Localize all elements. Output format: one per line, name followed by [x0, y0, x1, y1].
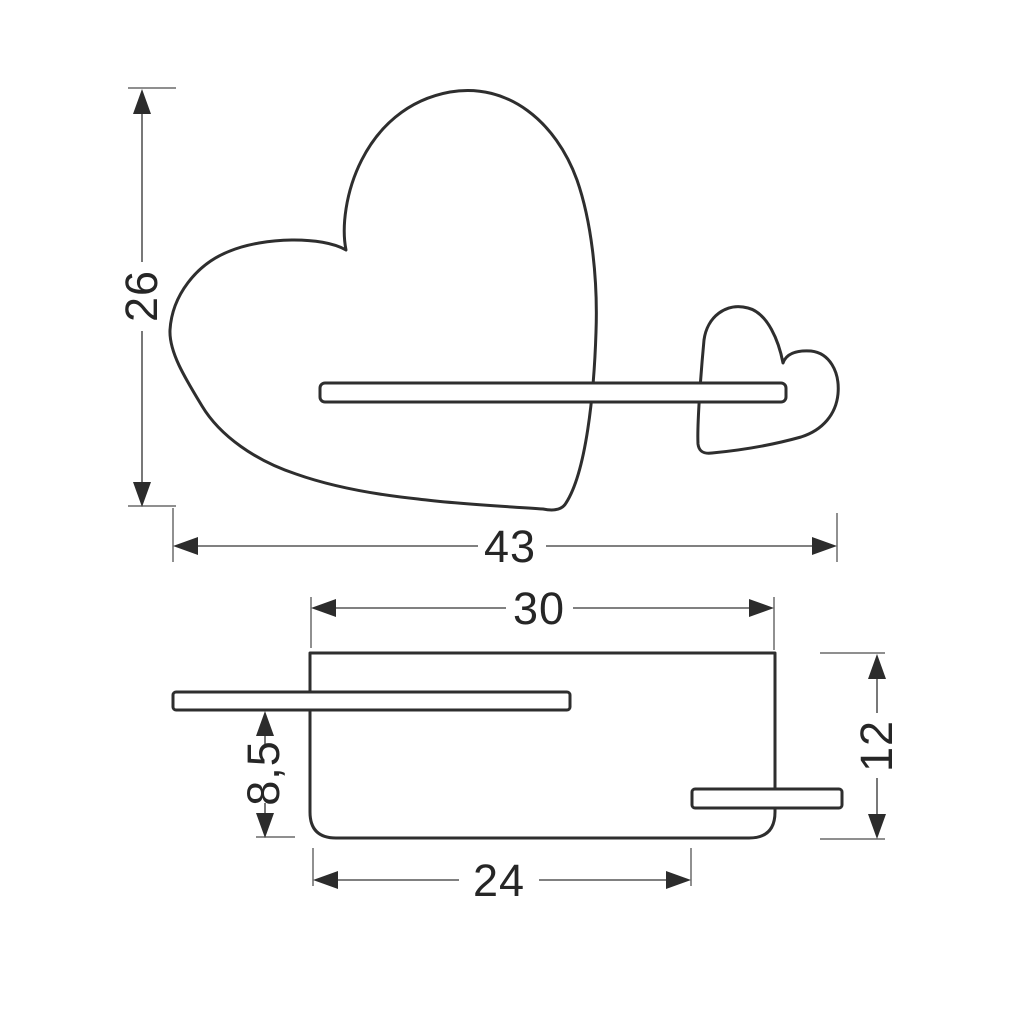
side-view: 30 8,5 12: [171, 583, 902, 906]
dimension-bottom-width-24: 24: [312, 848, 692, 906]
arrow-down-icon: [868, 814, 886, 839]
shelf-bar-side: [171, 690, 572, 712]
shelf-bar-front: [318, 381, 788, 404]
large-heart-outline: [168, 89, 598, 512]
dimension-top-width-30: 30: [310, 583, 775, 650]
arrow-down-icon: [133, 482, 151, 507]
arrow-left-icon: [313, 871, 338, 889]
dim-label-26: 26: [116, 270, 167, 322]
arrow-left-icon: [311, 599, 336, 617]
arrow-right-icon: [749, 599, 774, 617]
lamp-body-side: [308, 651, 777, 840]
dimension-shelf-to-bottom-8-5: 8,5: [238, 711, 295, 838]
dimension-height-12: 12: [820, 652, 902, 840]
arrow-up-icon: [868, 654, 886, 679]
arrow-right-icon: [812, 537, 837, 555]
arrow-up-icon: [256, 711, 274, 736]
dim-label-12: 12: [851, 720, 902, 772]
arrow-left-icon: [173, 537, 198, 555]
mount-bar-side: [690, 787, 844, 810]
dim-label-8-5: 8,5: [238, 740, 289, 806]
dimension-width-43: 43: [172, 508, 838, 572]
dimension-height-26: 26: [116, 87, 176, 507]
dim-label-30: 30: [513, 583, 565, 634]
arrow-down-icon: [256, 813, 274, 838]
front-view: 26 43: [116, 87, 840, 572]
small-heart-outline: [696, 305, 840, 455]
dim-label-43: 43: [484, 521, 536, 572]
arrow-right-icon: [666, 871, 691, 889]
dim-label-24: 24: [473, 855, 525, 906]
arrow-up-icon: [133, 89, 151, 114]
